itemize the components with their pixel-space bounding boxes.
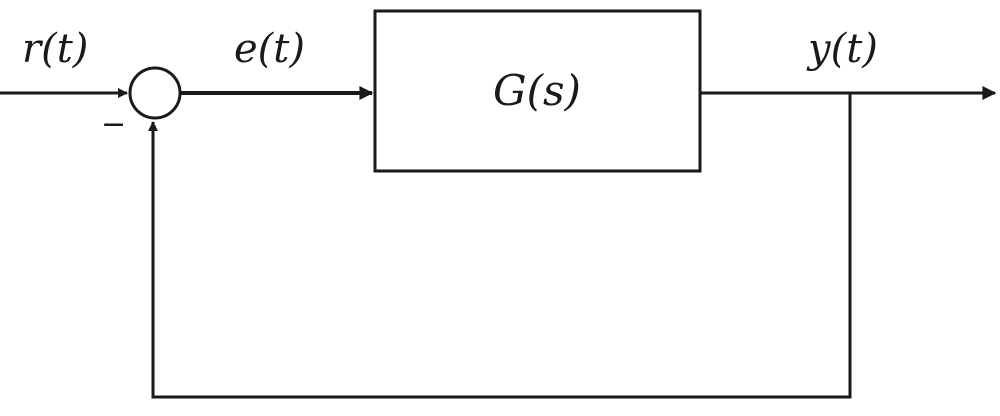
output-signal-label: y(t): [806, 26, 878, 72]
feedback-sign-label: −: [101, 107, 126, 142]
error-signal-label: e(t): [234, 26, 305, 72]
transfer-function-label: G(s): [493, 66, 581, 115]
summing-junction: [128, 66, 182, 120]
reference-signal-label: r(t): [22, 26, 88, 72]
transfer-function-block: [373, 9, 702, 173]
feedback-path-arrow: [148, 93, 852, 399]
